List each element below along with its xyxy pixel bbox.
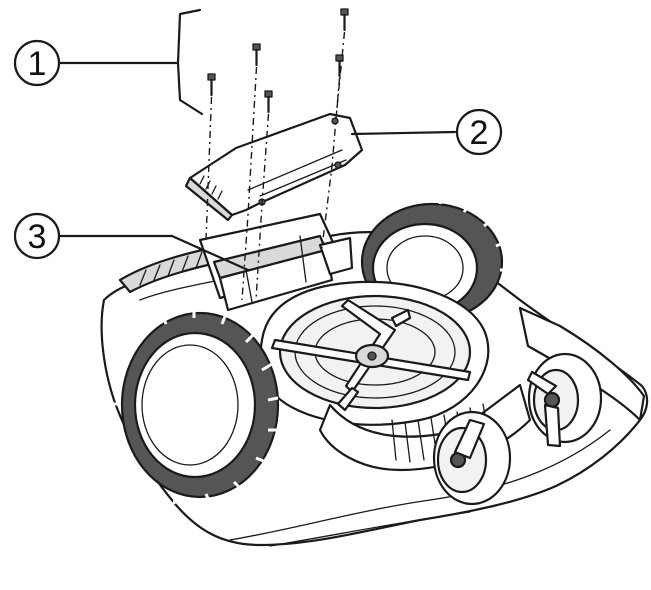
callout-2: 2 <box>350 108 503 156</box>
callout-1-label: 1 <box>28 45 47 83</box>
screw-3 <box>335 54 344 78</box>
blade-deck <box>259 280 532 472</box>
screw-4 <box>207 73 216 97</box>
callout-3-label: 3 <box>28 218 47 256</box>
rear-wheel-left <box>108 308 280 505</box>
front-caster-wheel-2 <box>526 352 603 448</box>
callout-2-label: 2 <box>470 114 489 152</box>
callout-3: 3 <box>13 212 250 272</box>
callout-1: 1 <box>13 8 204 116</box>
screw-5 <box>264 90 273 114</box>
screw-1 <box>340 8 349 32</box>
front-caster-wheel-1 <box>432 410 512 506</box>
screw-2 <box>252 43 261 67</box>
assembly-lines <box>205 31 346 301</box>
